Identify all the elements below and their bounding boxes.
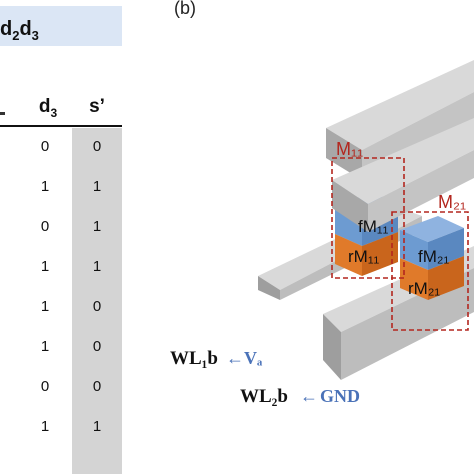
- cut-off-column-header: [0, 112, 5, 115]
- crossbar-diagram: (b): [140, 0, 474, 474]
- truth-table: d2d3 d3 s’ 0 0 1 1 0 1 1 1 1 0 1 0 0 0 1 1: [0, 0, 130, 474]
- table-cell-d3: 1: [40, 298, 50, 315]
- column-header-s-prime: s’: [89, 96, 105, 117]
- fm21-label: fM₂₁: [418, 247, 449, 266]
- table-cell-d3: 1: [40, 178, 50, 195]
- table-header-bar: d2d3: [0, 6, 122, 46]
- fm11-label: fM₁₁: [358, 217, 389, 236]
- m11-label: M₁₁: [336, 139, 363, 159]
- rm11-label: rM₁₁: [348, 247, 380, 266]
- wl1b-value: Vₐ: [244, 348, 263, 368]
- table-cell-s-prime: 1: [92, 218, 102, 235]
- cell-m21: [400, 216, 464, 300]
- wl2b-annotation: WL₂b ← GND: [240, 386, 360, 407]
- wl2b-arrow-icon: ←: [300, 386, 318, 406]
- wl1b-arrow-icon: ←: [226, 348, 244, 368]
- table-cell-s-prime: 0: [92, 138, 102, 155]
- table-cell-d3: 0: [40, 378, 50, 395]
- header-rule: [0, 125, 122, 127]
- table-cell-d3: 1: [40, 258, 50, 275]
- wl1b-label: WL₁b: [170, 348, 218, 369]
- wl2b-label: WL₂b: [240, 386, 288, 407]
- table-cell-s-prime: 0: [92, 338, 102, 355]
- wl1b-annotation: WL₁b ← Vₐ: [170, 348, 263, 369]
- table-cell-s-prime: 0: [92, 378, 102, 395]
- table-cell-s-prime: 1: [92, 418, 102, 435]
- table-cell-s-prime: 1: [92, 258, 102, 275]
- s-prime-column-shading: [72, 128, 122, 474]
- table-cell-d3: 0: [40, 138, 50, 155]
- table-cell-d3: 1: [40, 338, 50, 355]
- m11-outline: [331, 157, 405, 279]
- column-header-d3: d3: [38, 96, 58, 120]
- panel-label: (b): [174, 0, 196, 18]
- table-cell-s-prime: 1: [92, 178, 102, 195]
- wl2b-value: GND: [320, 386, 360, 406]
- table-cell-d3: 1: [40, 418, 50, 435]
- m21-label: M₂₁: [438, 192, 466, 212]
- table-header-expression: d2d3: [0, 18, 39, 43]
- table-cell-d3: 0: [40, 218, 50, 235]
- m21-outline: [391, 211, 469, 331]
- rm21-label: rM₂₁: [408, 279, 440, 298]
- crossbar-svg: M₁₁ M₂₁ fM₁₁ rM₁₁ fM₂₁ rM₂₁ WL₁b ← Vₐ WL…: [170, 60, 474, 407]
- table-cell-s-prime: 0: [92, 298, 102, 315]
